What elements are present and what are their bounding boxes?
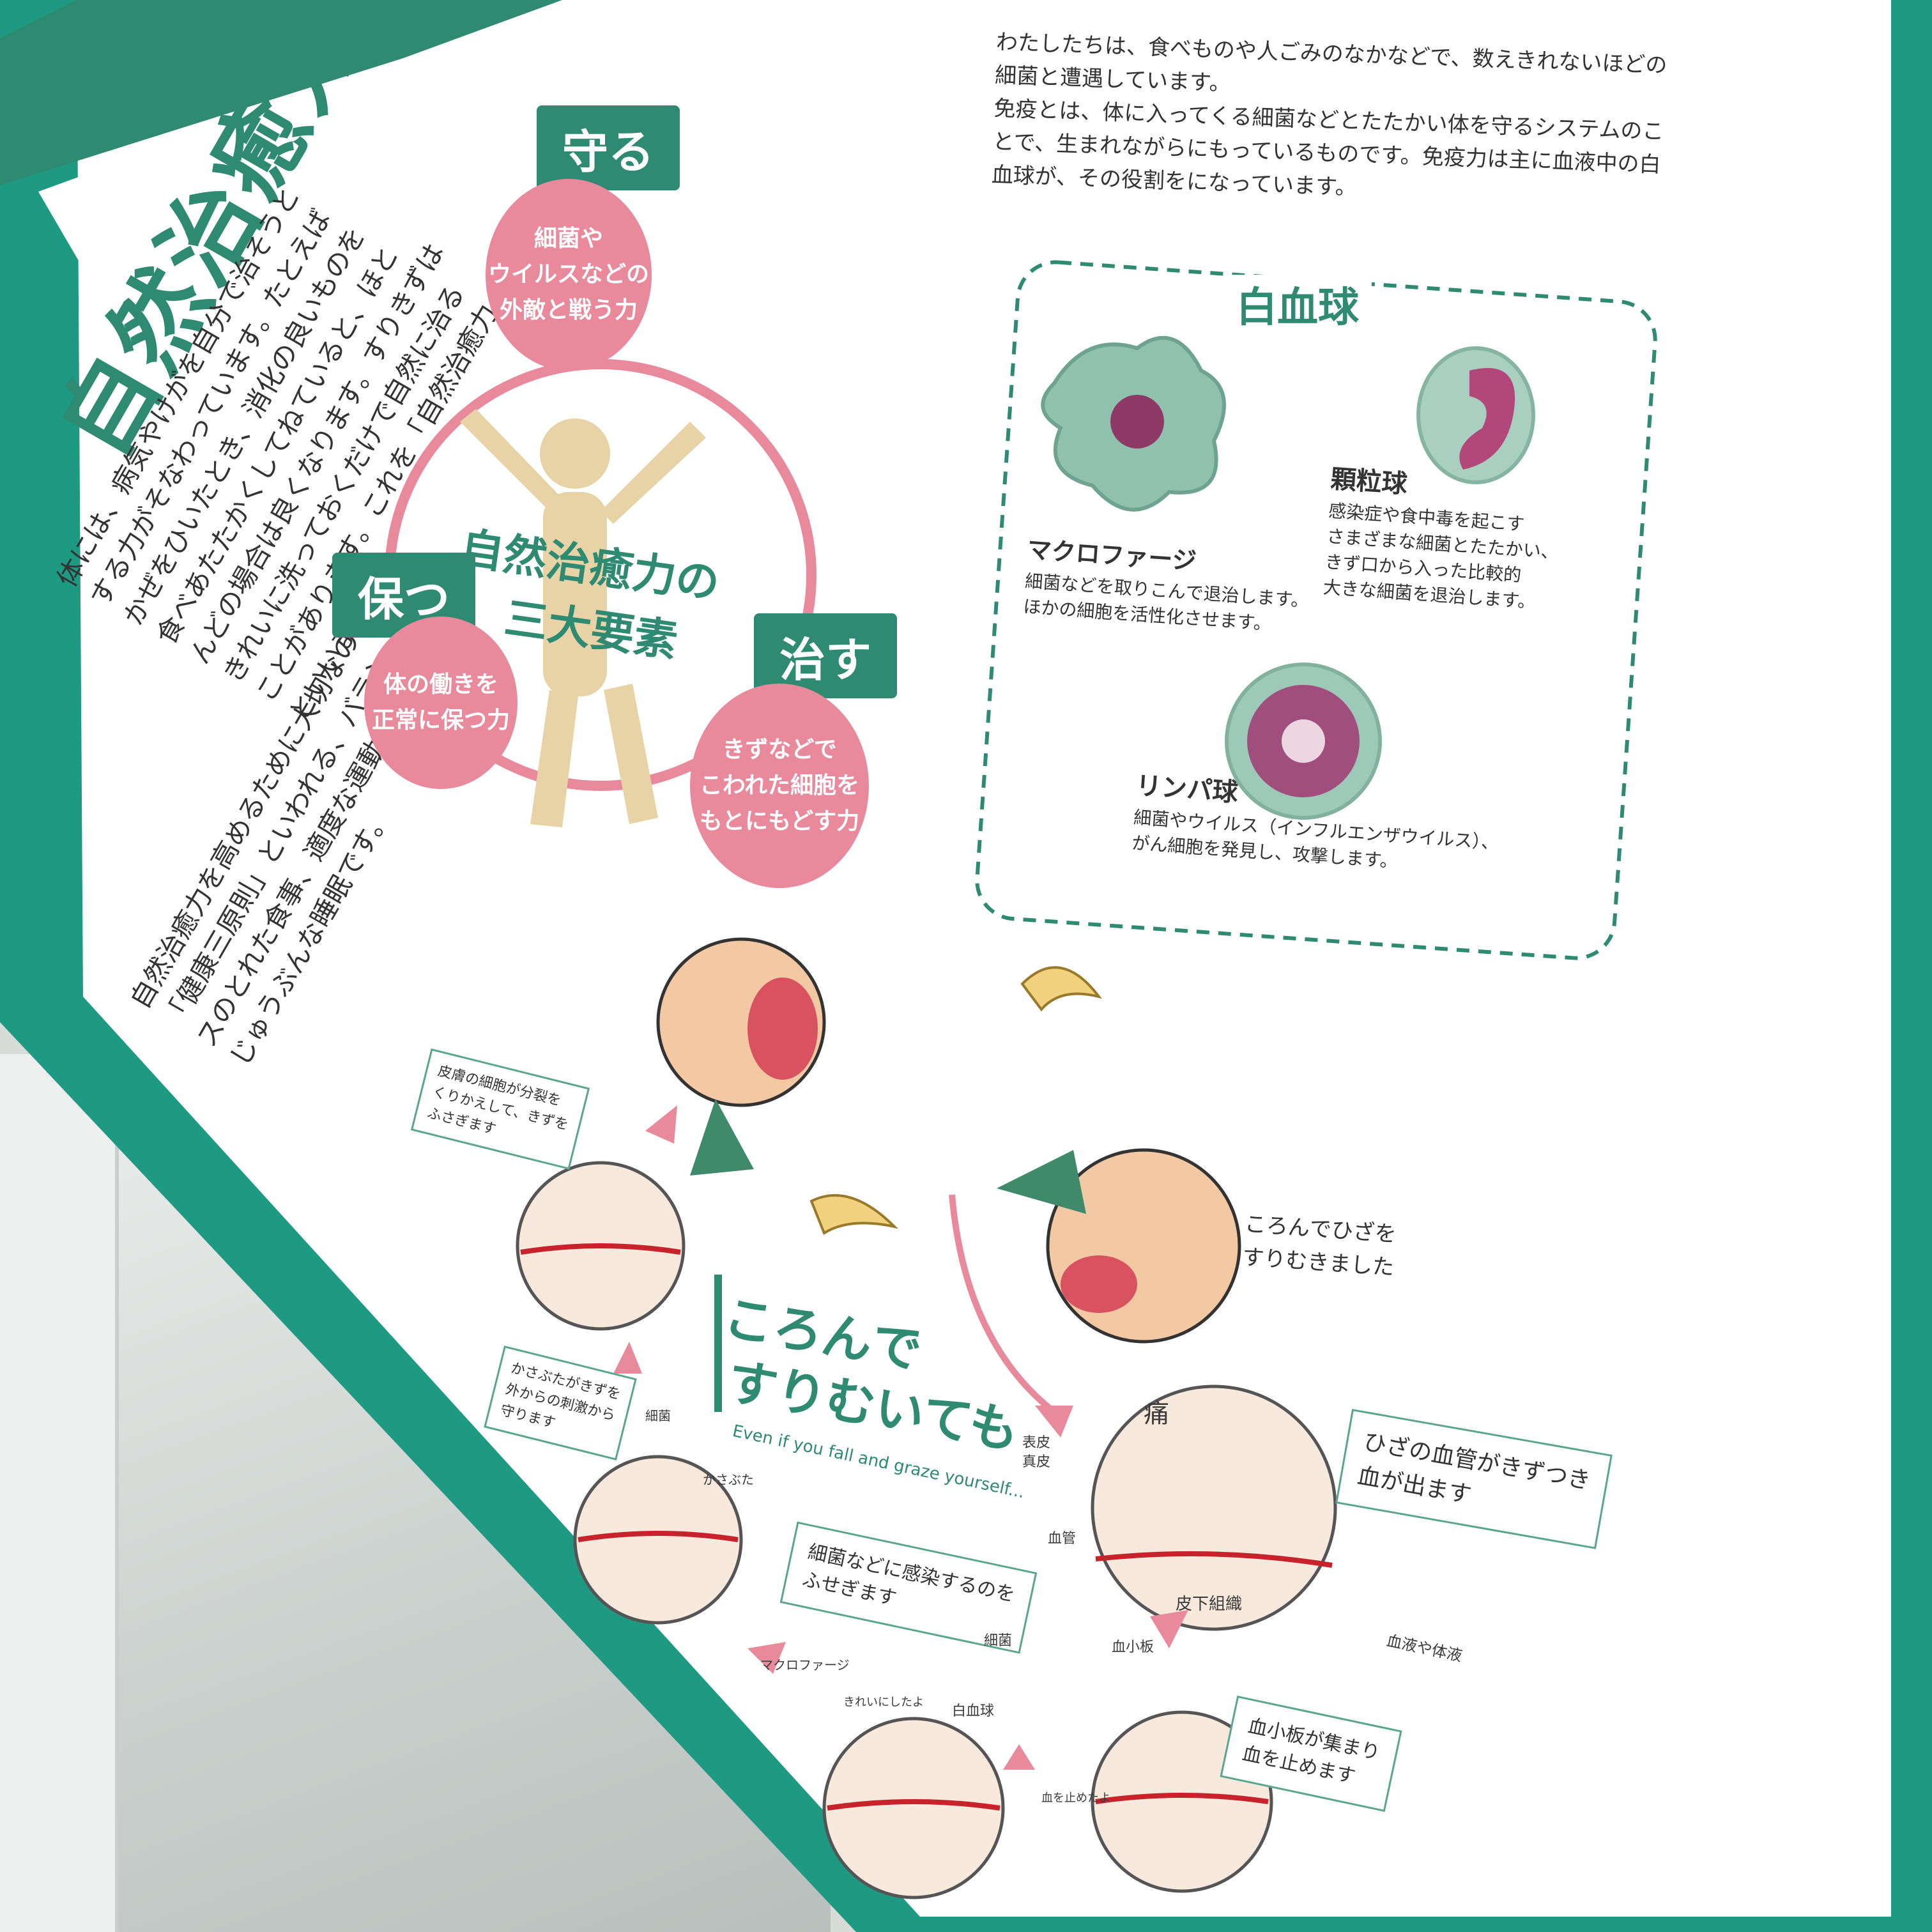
banana-peel [809,966,1102,1235]
person-silhouette [460,409,706,827]
tamotsu-line-2: 正常に保つ力 [371,707,510,733]
mamoru-line-1: 細菌や [533,226,603,252]
mamoru-label: 守る [537,105,680,190]
label-pain: 痛 [1144,1399,1169,1429]
lymphocyte-illustration [1225,663,1382,820]
wbc-box [975,260,1657,960]
label-epidermis: 表皮 [1022,1435,1051,1451]
railing [0,1054,119,1932]
tamotsu-line-1: 体の働きを [383,671,498,698]
label-germ2: 細菌 [645,1408,671,1423]
naosu-line-3: もとにもどす力 [699,808,860,834]
tamotsu-label: 保つ [332,553,476,638]
naosu-line-1: きずなどで [722,737,837,763]
mamoru-circle: 細菌や ウイルスなどの 外敵と戦う力 [486,179,652,371]
wbc-heading: 白血球 [1223,275,1372,334]
intro-text: わたしたちは、食べものや人ごみのなかなどで、数えきれないほどの 細菌と遭遇してい… [991,26,1667,215]
label-subcutis: 皮下組織 [1176,1595,1243,1614]
tamotsu-circle: 体の働きを 正常に保つ力 [364,617,518,789]
running-character [656,937,826,1176]
label-vessel: 血管 [1048,1531,1077,1547]
naosu-line-2: こわれた細胞を [699,772,860,799]
fell-text: ころんでひざを すりむきました [1241,1208,1398,1284]
wound-diagrams [516,1161,1337,1899]
mamoru-line-3: 外敵と戦う力 [499,297,638,323]
granulocyte-illustration [1416,346,1535,484]
label-clean: きれいにしたよ [843,1696,924,1709]
granulocyte-text: 顆粒球 感染症や食中毒を起こす さまざまな細菌とたたかい、 きず口から入った比較… [1322,460,1564,617]
falling-character [997,1148,1241,1344]
naosu-label: 治す [754,613,898,698]
label-dermis: 真皮 [1022,1454,1051,1470]
label-macro: マクロファージ [760,1657,850,1673]
label-platelet: 血小板 [1112,1639,1154,1655]
mamoru-line-2: ウイルスなどの [487,261,649,288]
cycle-arrows [613,1105,1188,1770]
label-wbc: 白血球 [952,1703,995,1719]
label-scab: かさぶた [703,1472,754,1487]
macrophage-illustration [1041,335,1226,512]
label-stopped: 血を止めたよ [1041,1791,1110,1805]
label-germ: 細菌 [984,1633,1013,1649]
naosu-circle: きずなどで こわれた細胞を もとにもどす力 [690,684,869,888]
